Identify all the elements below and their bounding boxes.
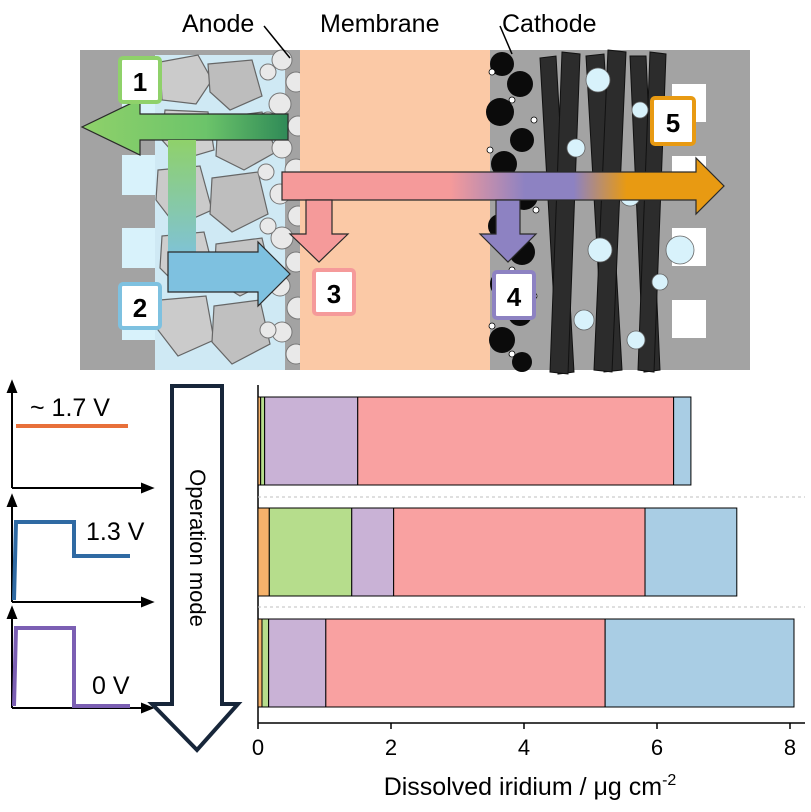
bar-segment-pathway-4-mode-3 bbox=[268, 618, 327, 708]
pathway-number-5: 5 bbox=[666, 108, 680, 138]
bar-segment-pathway-1-mode-1 bbox=[260, 396, 266, 486]
bar-segment-pathway-3-mode-2 bbox=[393, 507, 646, 597]
pathway-number-2: 2 bbox=[133, 293, 147, 323]
bar-segment-pathway-2-mode-1 bbox=[673, 396, 692, 486]
arrow-pathway-3 bbox=[288, 199, 350, 263]
pathway-box-4: 4 bbox=[492, 270, 536, 320]
pathway-box-2: 2 bbox=[118, 282, 162, 330]
bar-segment-pathway-1-mode-3 bbox=[261, 618, 270, 708]
chart-x-label: Dissolved iridium / μg cm-2 bbox=[384, 772, 677, 801]
operation-mode-arrow bbox=[147, 384, 243, 753]
operation-mode-label: Operation mode bbox=[185, 469, 210, 627]
bar-segment-pathway-4-mode-2 bbox=[351, 507, 395, 597]
label-cathode: Cathode bbox=[502, 10, 597, 38]
arrow-pathway-5 bbox=[281, 156, 725, 216]
mode-axes-1 bbox=[6, 379, 155, 494]
pathway-number-4: 4 bbox=[507, 282, 522, 312]
pathway-number-boxes: 1 2 3 4 5 bbox=[118, 56, 696, 330]
chart-x-label-text: Dissolved iridium / μg cm bbox=[384, 773, 662, 801]
label-membrane: Membrane bbox=[320, 10, 440, 38]
dissolution-bar-chart: 0 2 4 6 8 Dissolved iridium / μg cm-2 bbox=[252, 385, 805, 801]
mode-voltage-label-2: 1.3 V bbox=[86, 518, 145, 546]
bar-segment-pathway-1-mode-2 bbox=[268, 507, 353, 597]
label-anode: Anode bbox=[182, 10, 254, 38]
mode-signal-2 bbox=[12, 520, 130, 601]
bar-segment-pathway-5-mode-3 bbox=[257, 618, 263, 708]
mode-axes-2 bbox=[6, 493, 155, 608]
chart-x-label-superscript: -2 bbox=[662, 772, 676, 789]
bar-segment-pathway-3-mode-1 bbox=[357, 396, 675, 486]
mode-axes-3 bbox=[6, 605, 155, 714]
chart-separators bbox=[258, 496, 805, 608]
pathway-number-3: 3 bbox=[327, 279, 341, 309]
x-tick-label: 4 bbox=[518, 735, 530, 760]
mode-signal-3 bbox=[12, 626, 130, 708]
operation-mode-panel: ~ 1.7 V 1.3 V 0 V Operation mode bbox=[6, 379, 243, 753]
bar-segment-pathway-4-mode-1 bbox=[264, 396, 359, 486]
x-tick-label: 6 bbox=[651, 735, 663, 760]
bar-segment-pathway-2-mode-2 bbox=[644, 507, 738, 597]
pathway-number-1: 1 bbox=[133, 67, 147, 97]
cathode-leader-line bbox=[499, 25, 513, 55]
pathway-arrows bbox=[80, 98, 725, 308]
mode-voltage-label-1: ~ 1.7 V bbox=[30, 394, 110, 422]
cathode-fiber-layer bbox=[539, 49, 667, 375]
arrow-pathway-2 bbox=[167, 240, 291, 308]
chart-x-ticks: 0 2 4 6 8 bbox=[252, 723, 796, 760]
pathway-box-3: 3 bbox=[312, 268, 356, 316]
bar-segment-pathway-3-mode-3 bbox=[325, 618, 606, 708]
mode-voltage-label-3: 0 V bbox=[92, 672, 130, 700]
x-tick-label: 8 bbox=[784, 735, 796, 760]
pathway-box-5: 5 bbox=[650, 96, 696, 146]
x-tick-label: 0 bbox=[252, 735, 264, 760]
arrow-stem-anode bbox=[168, 140, 196, 266]
pathway-box-1: 1 bbox=[118, 56, 162, 104]
arrow-pathway-1 bbox=[80, 98, 289, 156]
bar-segment-pathway-2-mode-3 bbox=[604, 618, 795, 708]
bar-segment-pathway-5-mode-2 bbox=[257, 507, 270, 597]
arrow-pathway-4 bbox=[478, 199, 538, 263]
x-tick-label: 2 bbox=[385, 735, 397, 760]
cathode-water-droplets bbox=[566, 67, 695, 350]
anode-leader-line bbox=[263, 25, 291, 59]
chart-bars bbox=[257, 396, 795, 708]
mea-cross-section: 1 2 3 4 5 bbox=[80, 49, 750, 375]
